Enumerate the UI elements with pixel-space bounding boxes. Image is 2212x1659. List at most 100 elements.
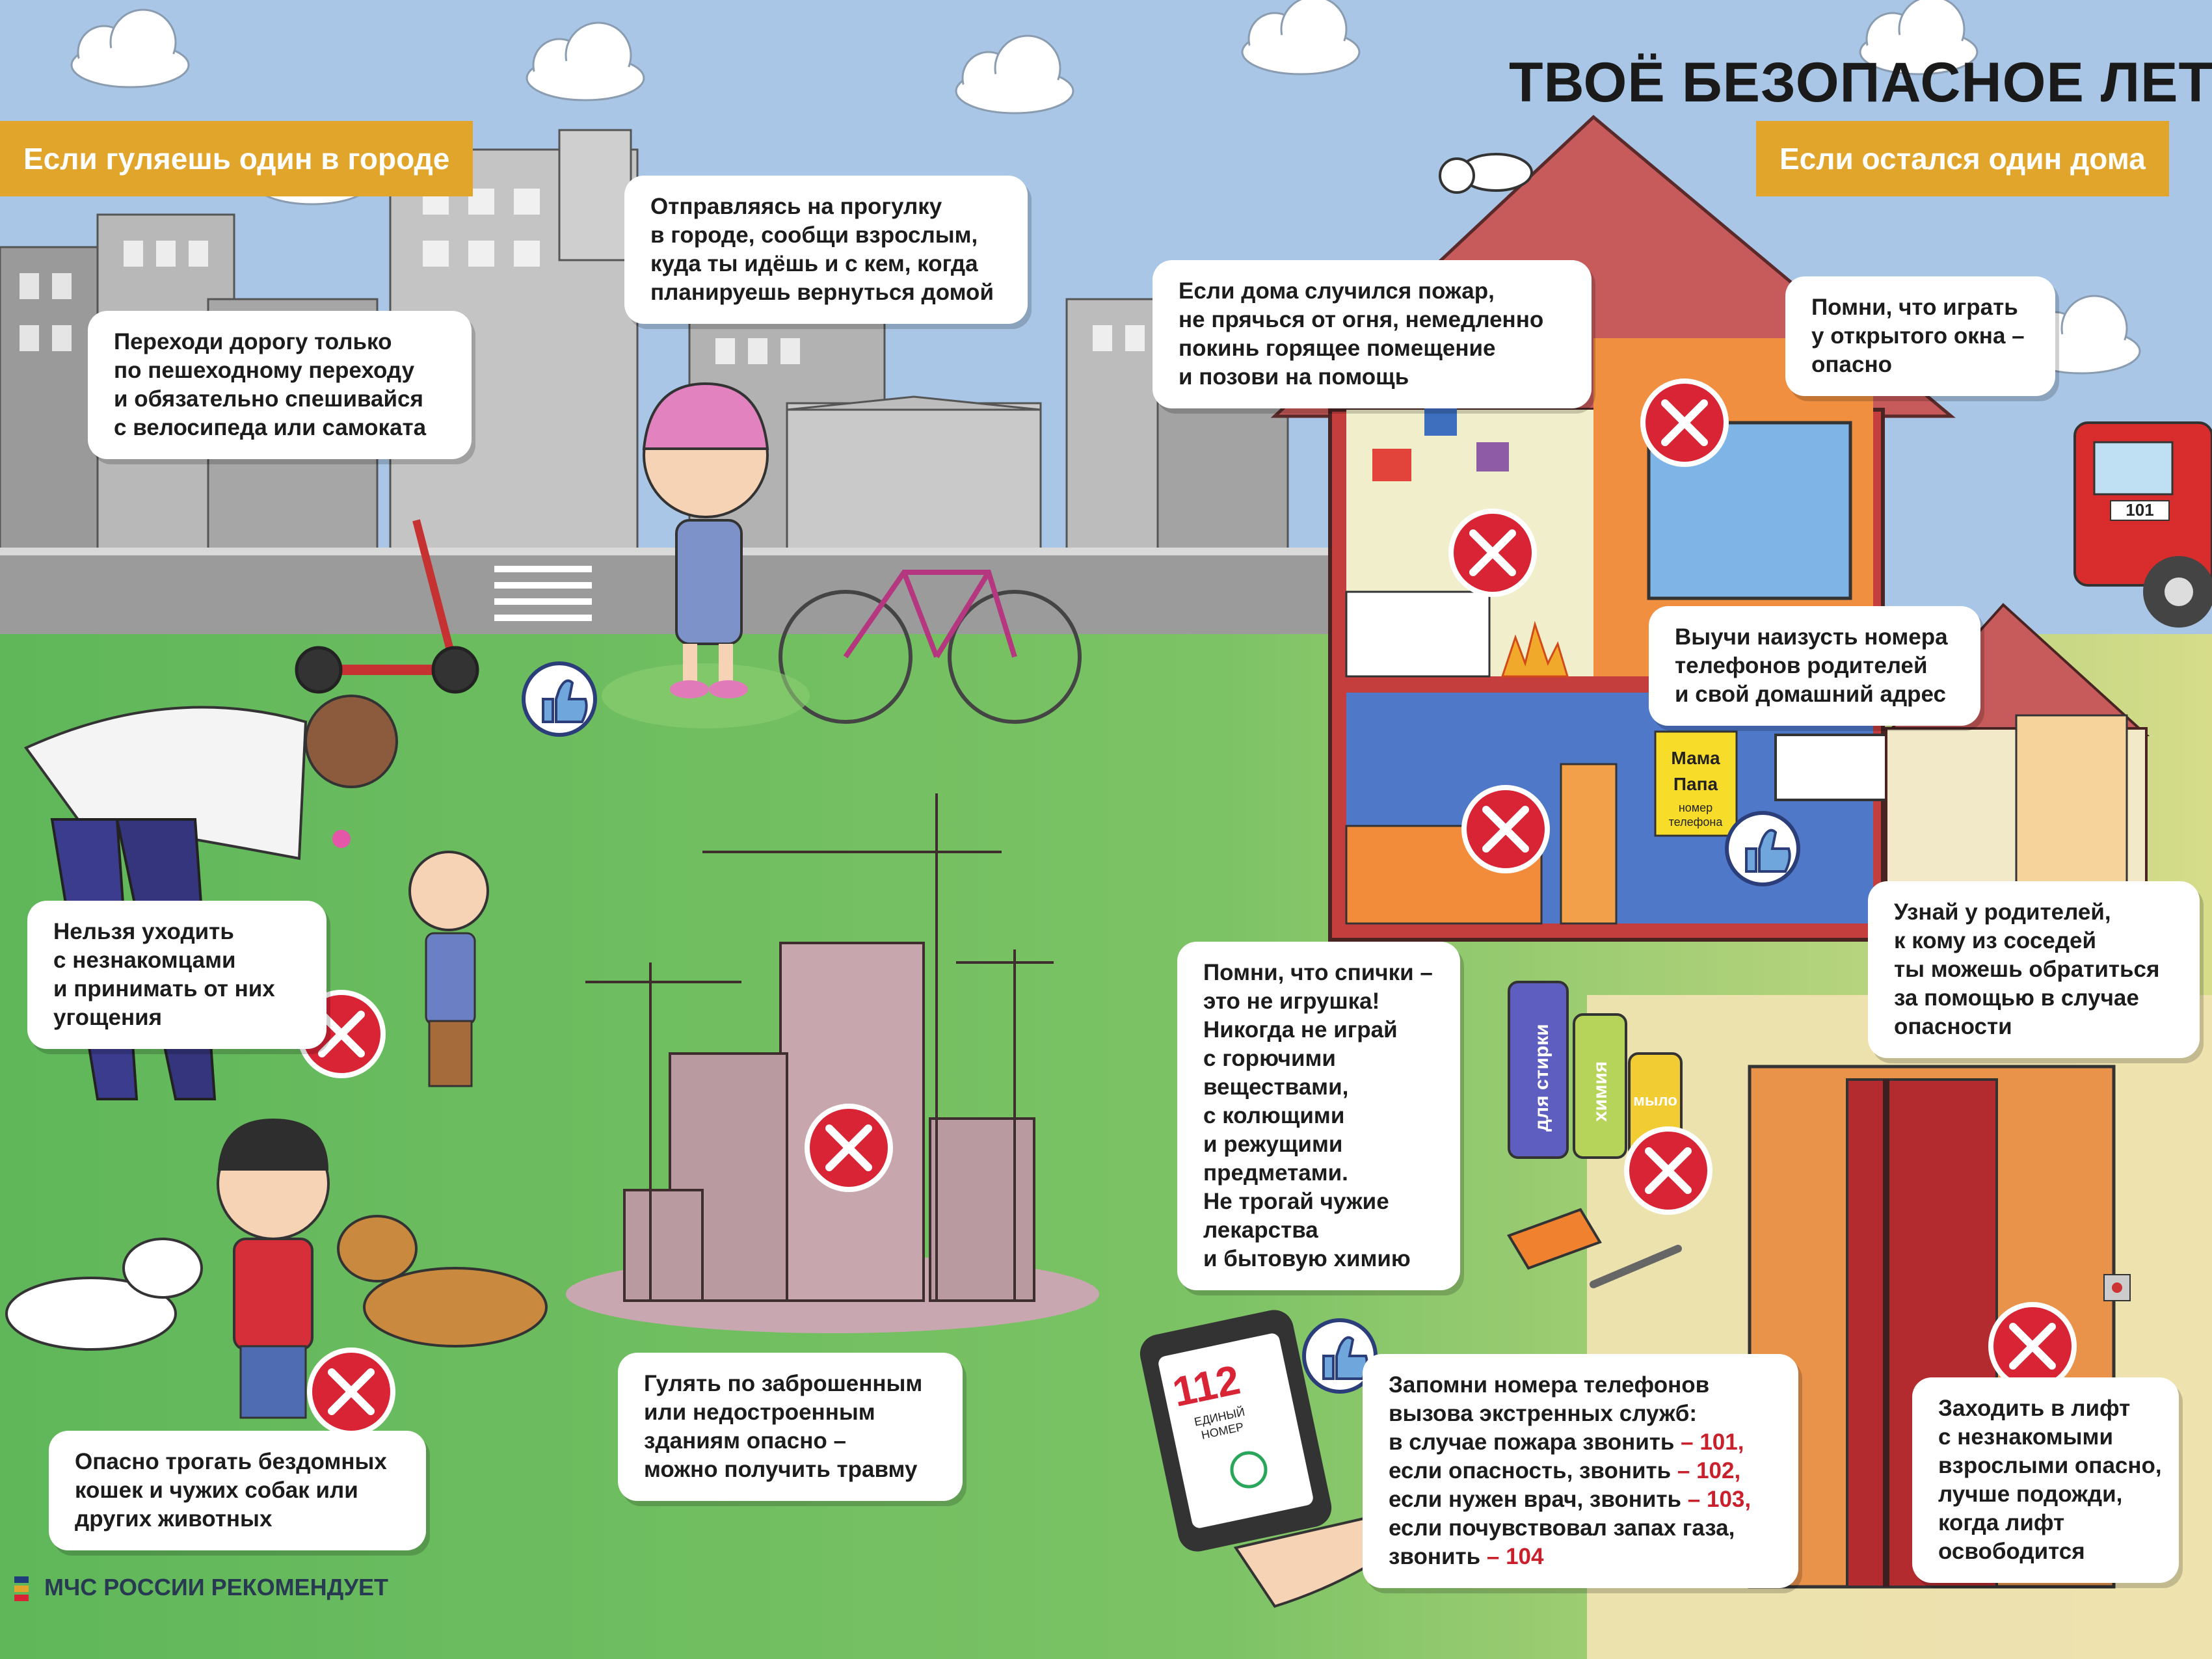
mobile-phone: 112 ЕДИНЫЙ НОМЕР — [1139, 1310, 1468, 1608]
emergency-line: если почувствовал запах газа, — [1389, 1514, 1772, 1543]
tip-line: лекарства — [1203, 1217, 1318, 1243]
truck-number: 101 — [2125, 500, 2153, 520]
emergency-line: если нужен врач, звонить – 103, — [1389, 1485, 1772, 1514]
section-label-city: Если гуляешь один в городе — [0, 121, 473, 196]
tip-line: Помни, что спички – — [1203, 960, 1433, 985]
tip-line: с незнакомцами — [53, 948, 236, 973]
tip-window: Помни, что играть у открытого окна – опа… — [1785, 276, 2055, 396]
emergency-line-text: в случае пожара звонить — [1389, 1429, 1675, 1455]
warning-x-icon — [1640, 378, 1729, 467]
tip-line: не прячься от огня, немедленно — [1179, 307, 1544, 332]
section-label-home: Если остался один дома — [1756, 121, 2169, 196]
tip-line: Выучи наизусть номера — [1675, 624, 1948, 650]
emergency-line-text: если нужен врач, звонить — [1389, 1487, 1682, 1512]
note-telefona: телефона — [1669, 816, 1724, 829]
tip-line: и обязательно спешивайся — [114, 386, 423, 412]
emergency-line: если опасность, звонить – 102, — [1389, 1457, 1772, 1485]
tip-line: с незнакомыми — [1938, 1424, 2113, 1450]
thumbs-up-icon — [522, 661, 597, 737]
tip-line: с горючими — [1203, 1046, 1336, 1071]
tip-fire: Если дома случился пожар, не прячься от … — [1153, 260, 1592, 408]
boy-in-red — [217, 1119, 330, 1419]
tip-line: в городе, сообщи взрослым, — [650, 222, 978, 248]
warning-x-icon — [1461, 785, 1550, 873]
tip-buildings: Гулять по заброшенным или недостроенным … — [618, 1353, 963, 1501]
tip-line: взрослыми опасно, — [1938, 1453, 2162, 1478]
tip-line: ты можешь обратиться — [1894, 957, 2160, 982]
tip-line: можно получить травму — [644, 1457, 918, 1482]
tip-line: куда ты идёшь и с кем, когда — [650, 251, 978, 276]
tip-line: к кому из соседей — [1894, 928, 2096, 953]
warning-x-icon — [805, 1104, 893, 1192]
tip-line: опасно — [1811, 352, 1892, 377]
emergency-number: – 103, — [1687, 1487, 1752, 1512]
thumbs-up-icon — [1725, 811, 1800, 886]
matches-and-knife — [1507, 1208, 1682, 1288]
tip-emergency-numbers: Запомни номера телефонов вызова экстренн… — [1363, 1354, 1798, 1588]
tip-line: с велосипеда или самоката — [114, 415, 427, 440]
page-title: ТВОЁ БЕЗОПАСНОЕ ЛЕТО — [1509, 51, 2212, 114]
tip-line: Нельзя уходить — [53, 919, 234, 944]
tip-line: по пешеходному переходу — [114, 358, 415, 383]
bottle-label-stirka: для стирки — [1531, 1024, 1552, 1132]
bicycle — [779, 570, 1082, 724]
tip-neighbors: Узнай у родителей, к кому из соседей ты … — [1868, 881, 2200, 1058]
tip-line: Не трогай чужие — [1203, 1189, 1389, 1214]
tip-line: Если дома случился пожар, — [1179, 278, 1495, 304]
emergency-line: в случае пожара звонить – 101, — [1389, 1428, 1772, 1457]
tip-line: лучше подожди, — [1938, 1481, 2123, 1507]
house — [1270, 114, 1956, 942]
tip-line: зданиям опасно – — [644, 1428, 846, 1453]
tip-line: Переходи дорогу только — [114, 329, 392, 354]
tip-line: и принимать от них — [53, 976, 275, 1002]
tip-line: и режущими — [1203, 1132, 1343, 1157]
warning-x-icon — [1988, 1302, 2077, 1390]
tip-crossing: Переходи дорогу только по пешеходному пе… — [88, 311, 472, 459]
emergency-line-text: звонить — [1389, 1544, 1481, 1569]
tip-line: когда лифт — [1938, 1510, 2065, 1535]
tip-line: Опасно трогать бездомных — [75, 1449, 387, 1474]
tip-line: планируешь вернуться домой — [650, 280, 994, 305]
fire-icon — [1500, 620, 1569, 678]
note-papa: Папа — [1673, 774, 1718, 794]
tip-line: Отправляясь на прогулку — [650, 194, 942, 219]
mchs-logo-bars — [14, 1574, 29, 1604]
tip-line: или недостроенным — [644, 1400, 875, 1425]
tip-line: телефонов родителей — [1675, 653, 1928, 678]
emergency-line-text: если опасность, звонить — [1389, 1458, 1672, 1483]
warning-x-icon — [307, 1347, 395, 1436]
tip-line: за помощью в случае — [1894, 985, 2139, 1011]
emergency-number: – 102, — [1677, 1458, 1741, 1483]
tip-line: других животных — [75, 1506, 273, 1532]
tip-line: освободится — [1938, 1539, 2085, 1564]
cat-icon — [1439, 153, 1533, 194]
tip-line: предметами. — [1203, 1160, 1348, 1186]
fire-truck: 101 — [2073, 421, 2212, 628]
construction-site — [566, 793, 1099, 1333]
girl-with-helmet — [602, 382, 810, 728]
tip-line: Узнай у родителей, — [1894, 899, 2111, 925]
tip-line: Гулять по заброшенным — [644, 1371, 923, 1396]
crosswalk — [494, 566, 592, 621]
tip-line: у открытого окна – — [1811, 323, 2025, 349]
tip-line: вызова экстренных служб: — [1389, 1401, 1697, 1426]
tip-strangers: Нельзя уходить с незнакомцами и принимат… — [27, 901, 326, 1049]
brown-dog — [337, 1215, 548, 1347]
tip-line: Никогда не играй — [1203, 1017, 1398, 1042]
bottle-label-himiya: химия — [1590, 1061, 1611, 1122]
note-nomer: номер — [1679, 801, 1712, 814]
note-mama: Мама — [1671, 748, 1720, 768]
building-windows — [20, 189, 1177, 364]
tip-line: кошек и чужих собак или — [75, 1478, 358, 1503]
tip-line: и свой домашний адрес — [1675, 682, 1947, 707]
tip-line: опасности — [1894, 1014, 2012, 1039]
tip-line: веществами, — [1203, 1074, 1349, 1100]
footer-credit: МЧС РОССИИ РЕКОМЕНДУЕТ — [14, 1574, 388, 1604]
boy-in-blue — [408, 851, 489, 1087]
parents-phone-note: Мама Папа номер телефона — [1654, 730, 1738, 837]
warning-x-icon — [1448, 509, 1537, 597]
tip-line: Помни, что играть — [1811, 295, 2018, 320]
tip-memorize: Выучи наизусть номера телефонов родителе… — [1649, 606, 1980, 726]
tip-line: угощения — [53, 1005, 163, 1030]
